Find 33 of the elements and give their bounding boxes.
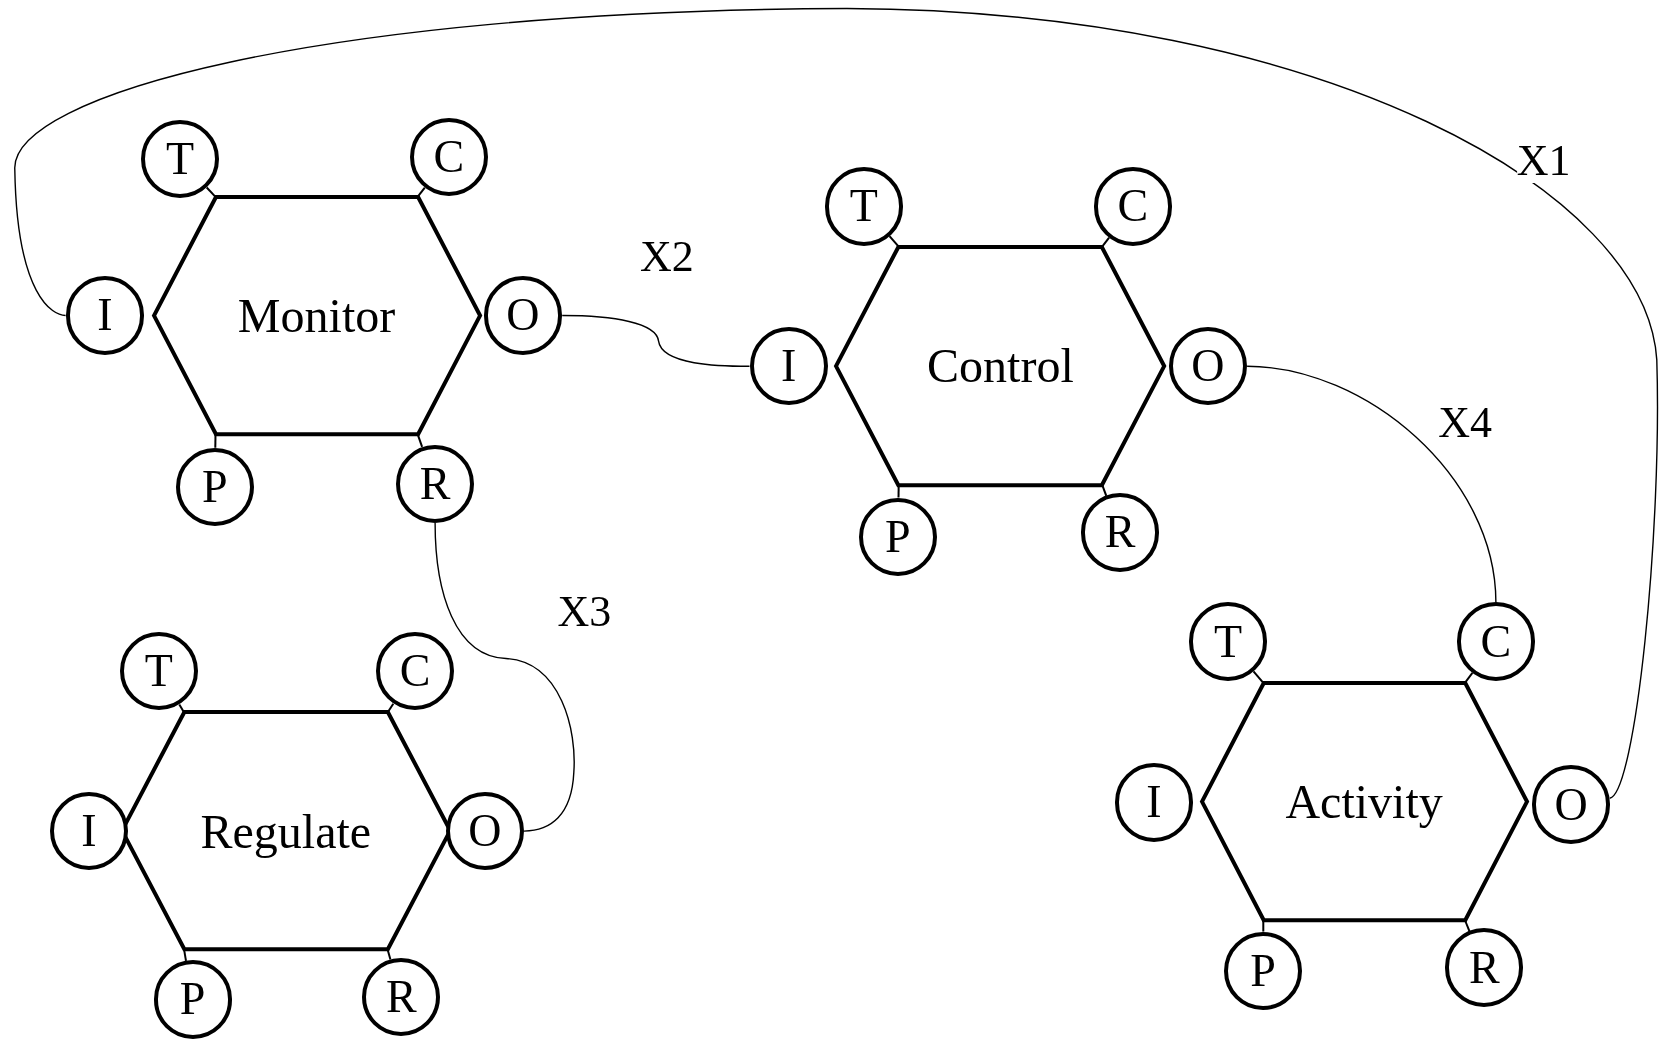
aspect-circle: O [1531,765,1611,844]
aspect-circle: I [49,791,129,871]
function-label: Monitor [237,287,396,343]
aspect-circle: P [175,447,255,527]
aspect-circle: I [749,327,828,406]
curved-connector [561,314,751,367]
curved-connector [1246,365,1497,604]
aspect-circle: O [1168,327,1248,406]
aspect-circle: T [824,167,904,246]
function-label: Regulate [200,803,372,859]
aspect-circle: P [858,497,937,576]
aspect-circle: O [483,276,563,355]
aspect-circle: C [1093,167,1172,246]
aspect-circle: P [153,960,232,1039]
function-label: Activity [1285,773,1443,829]
curved-connector [434,522,575,832]
aspect-circle: R [362,958,441,1037]
connector-line [1252,670,1265,684]
aspect-circle: C [375,632,455,711]
aspect-circle: R [1080,493,1160,572]
aspect-circle: T [1188,602,1268,681]
aspect-circle: P [1223,931,1303,1010]
aspect-circle: R [395,444,475,523]
function-label: Control [927,338,1074,394]
aspect-circle: C [409,117,489,196]
aspect-circle: R [1445,928,1524,1007]
aspect-circle: O [445,791,524,871]
aspect-circle: C [1456,602,1536,681]
curved-connector [14,7,1659,799]
aspect-circle: T [119,632,198,711]
aspect-circle: T [140,119,220,198]
aspect-circle: I [1114,763,1194,842]
aspect-circle: I [65,276,144,355]
